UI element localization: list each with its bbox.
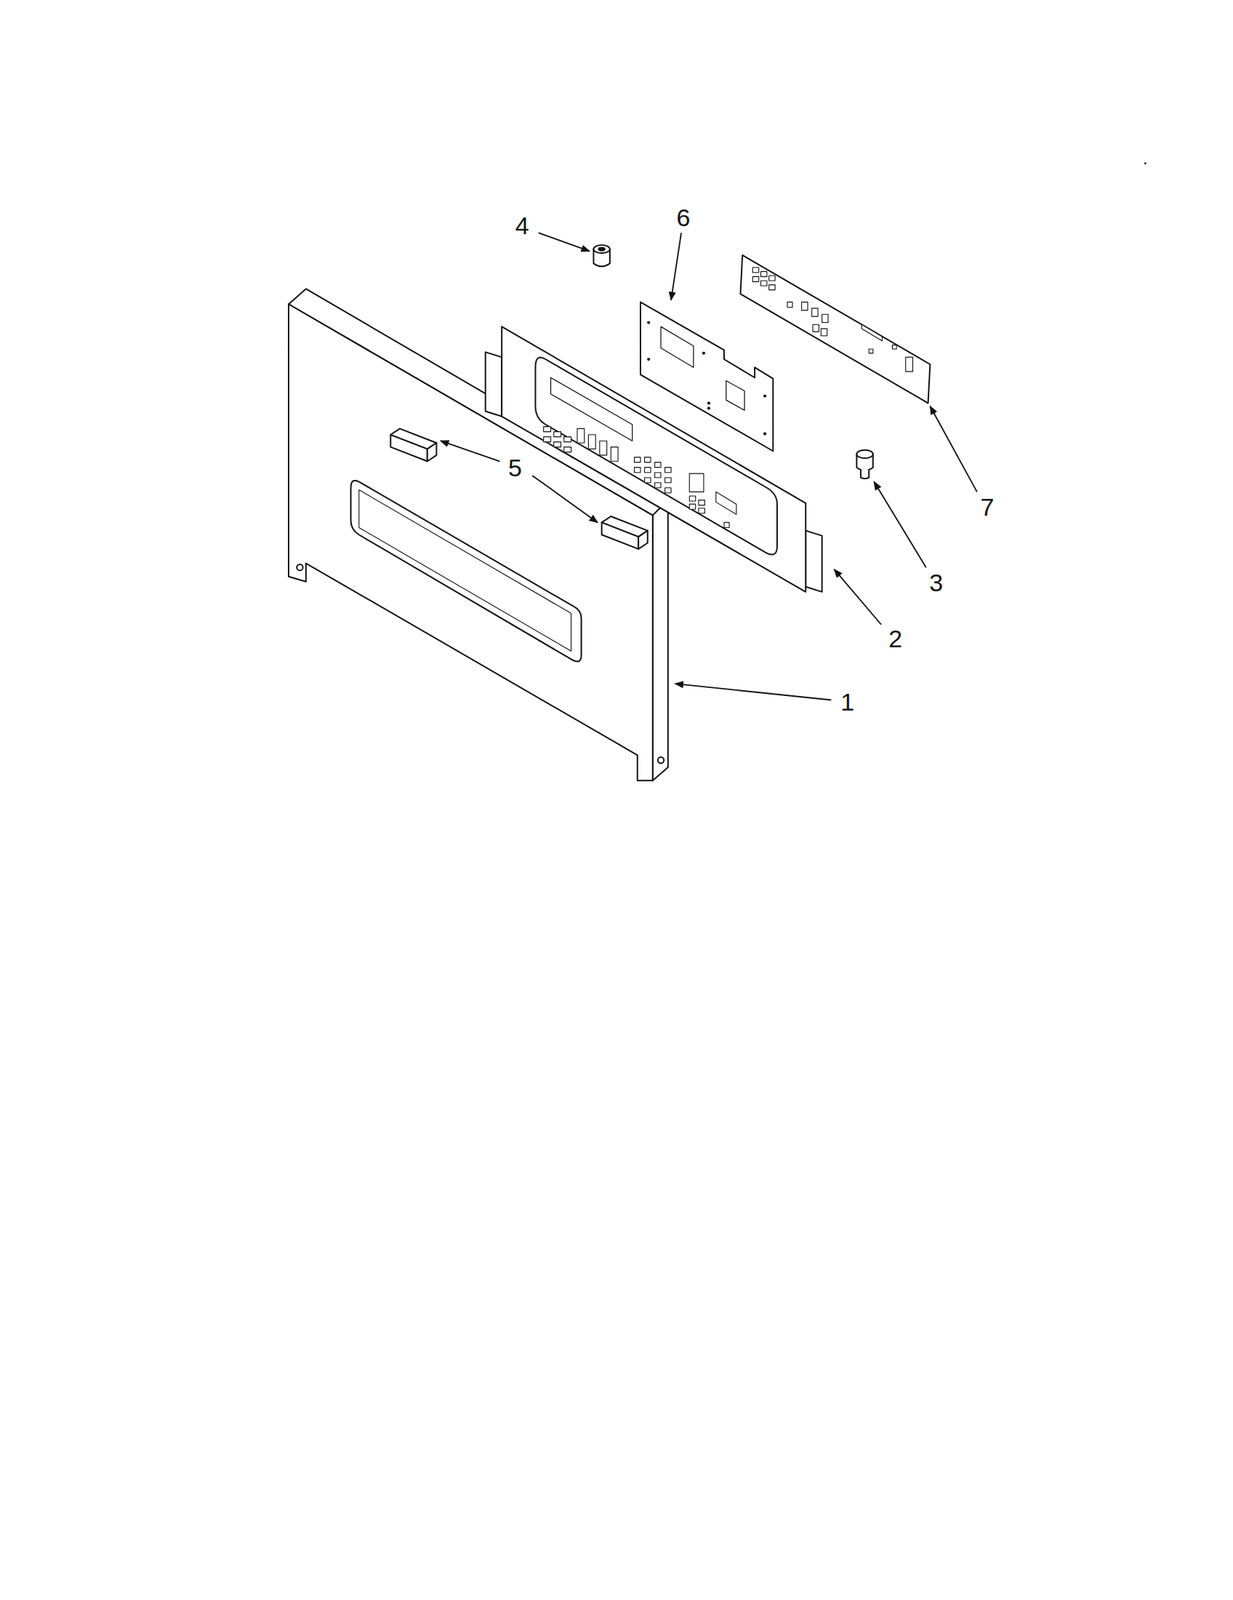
callout-number: 7 <box>980 494 994 520</box>
front-trim <box>288 288 669 781</box>
callout-number: 4 <box>515 213 530 238</box>
callout-number: 1 <box>840 689 855 714</box>
speck <box>1144 162 1147 165</box>
callout-number: 3 <box>929 569 943 595</box>
standoff <box>593 245 610 267</box>
circuit-board <box>740 255 930 403</box>
callout-number: 5 <box>508 455 522 480</box>
standoff <box>856 450 873 479</box>
leader-lines <box>440 232 978 700</box>
callout-number: 2 <box>888 625 903 651</box>
mounting-plate <box>640 301 773 451</box>
callout-number: 6 <box>676 205 690 230</box>
